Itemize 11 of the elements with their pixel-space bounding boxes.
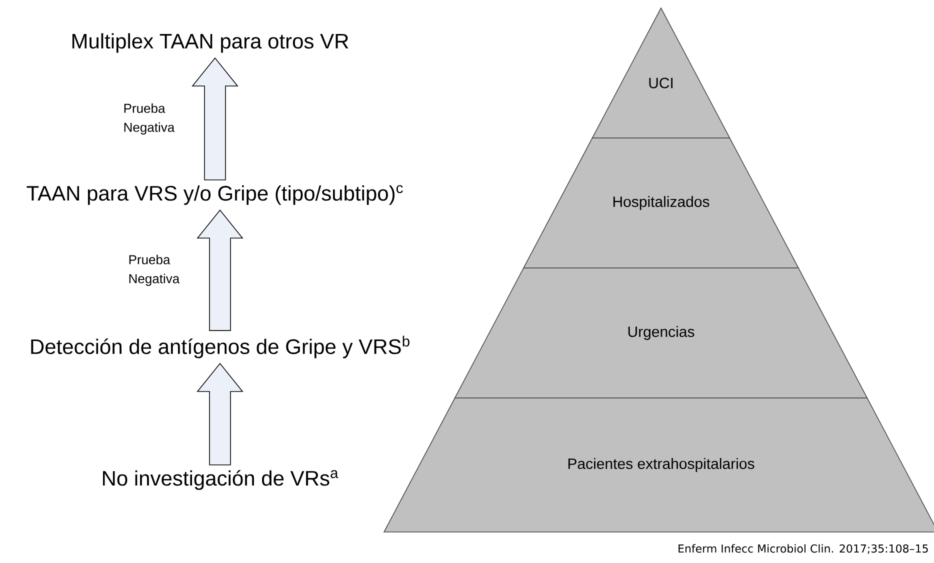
step-text: TAAN para VRS y/o Gripe (tipo/subtipo)$^{c}$ <box>26 185 403 205</box>
step-text: Multiplex TAAN para otros VR <box>72 33 348 53</box>
citation-text: Enferm Infecc Microbiol Clin. 2017;35:108–15 <box>678 544 928 554</box>
edge-label: Prueba Negativa <box>129 254 180 286</box>
step-text: No investigación de VRs$^{a}$ <box>103 470 338 490</box>
block-arrow <box>196 362 244 466</box>
block-arrow <box>192 57 238 180</box>
step-text: Detección de antígenos de Gripe y VRS$^{b}$ <box>31 336 410 358</box>
block-arrow <box>196 209 244 331</box>
edge-label: Prueba Negativa <box>124 103 175 134</box>
pyramid-band: Urgencias <box>454 268 868 398</box>
